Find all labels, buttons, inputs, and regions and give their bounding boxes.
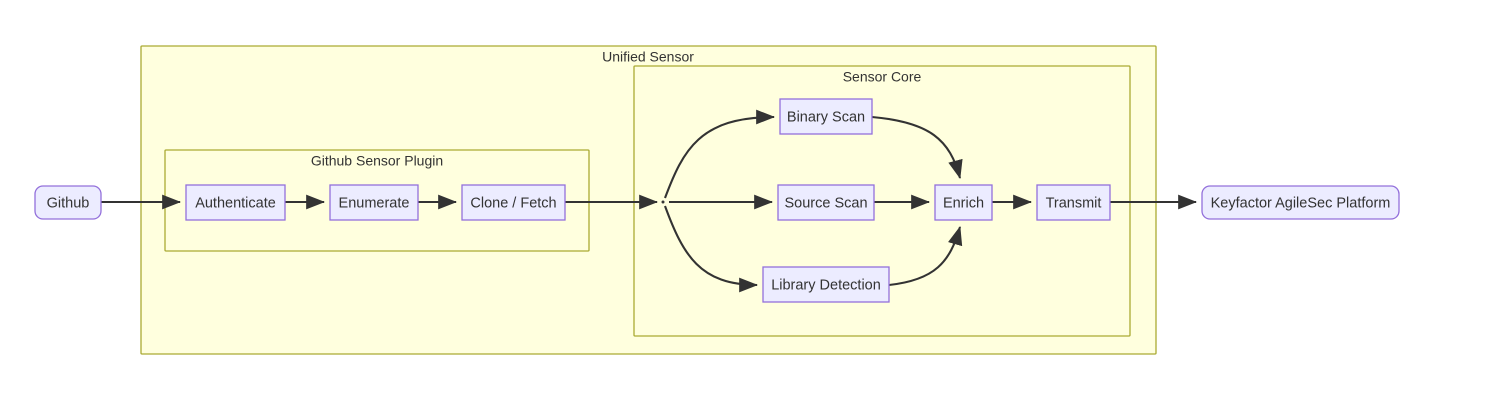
node-binary-scan[interactable]: Binary Scan (779, 98, 873, 135)
node-label-enumerate: Enumerate (339, 195, 410, 211)
edge-binary-scan-to-enrich (871, 115, 963, 180)
junction-group (661, 200, 665, 204)
junction-fan-out-junction (661, 200, 665, 204)
node-label-library-detection: Library Detection (771, 277, 881, 293)
node-label-binary-scan: Binary Scan (787, 109, 865, 125)
edge-junction-to-binary-scan (664, 109, 776, 199)
node-box-enumerate[interactable] (329, 184, 419, 221)
node-label-source-scan: Source Scan (784, 195, 867, 211)
node-box-enrich[interactable] (934, 184, 993, 221)
node-clone-fetch[interactable]: Clone / Fetch (461, 184, 566, 221)
node-enumerate[interactable]: Enumerate (329, 184, 419, 221)
node-library-detection[interactable]: Library Detection (762, 266, 890, 303)
node-label-clone-fetch: Clone / Fetch (470, 195, 556, 211)
node-box-library-detection[interactable] (762, 266, 890, 303)
node-label-keyfactor-platform: Keyfactor AgileSec Platform (1211, 195, 1391, 211)
cluster-label-sensor-core: Sensor Core (843, 69, 922, 85)
edge-junction-to-library-detection (664, 205, 759, 293)
node-keyfactor-platform[interactable]: Keyfactor AgileSec Platform (1201, 185, 1400, 220)
cluster-label-unified-sensor: Unified Sensor (602, 49, 694, 65)
cluster-label-github-sensor-plugin: Github Sensor Plugin (311, 153, 443, 169)
node-box-authenticate[interactable] (185, 184, 286, 221)
node-box-transmit[interactable] (1036, 184, 1111, 221)
node-enrich[interactable]: Enrich (934, 184, 993, 221)
node-group: Github Authenticate Enumerate Clone / Fetch… (34, 98, 1400, 303)
node-box-keyfactor-platform[interactable] (1201, 185, 1400, 220)
node-label-github: Github (47, 195, 90, 211)
node-source-scan[interactable]: Source Scan (777, 184, 875, 221)
node-transmit[interactable]: Transmit (1036, 184, 1111, 221)
node-box-source-scan[interactable] (777, 184, 875, 221)
node-label-enrich: Enrich (943, 195, 984, 211)
node-box-binary-scan[interactable] (779, 98, 873, 135)
edge-group (101, 109, 1198, 293)
node-box-clone-fetch[interactable] (461, 184, 566, 221)
node-box-github[interactable] (34, 185, 102, 220)
node-authenticate[interactable]: Authenticate (185, 184, 286, 221)
node-label-transmit: Transmit (1046, 195, 1102, 211)
edge-library-detection-to-enrich (888, 225, 963, 287)
node-github[interactable]: Github (34, 185, 102, 220)
node-label-authenticate: Authenticate (195, 195, 276, 211)
